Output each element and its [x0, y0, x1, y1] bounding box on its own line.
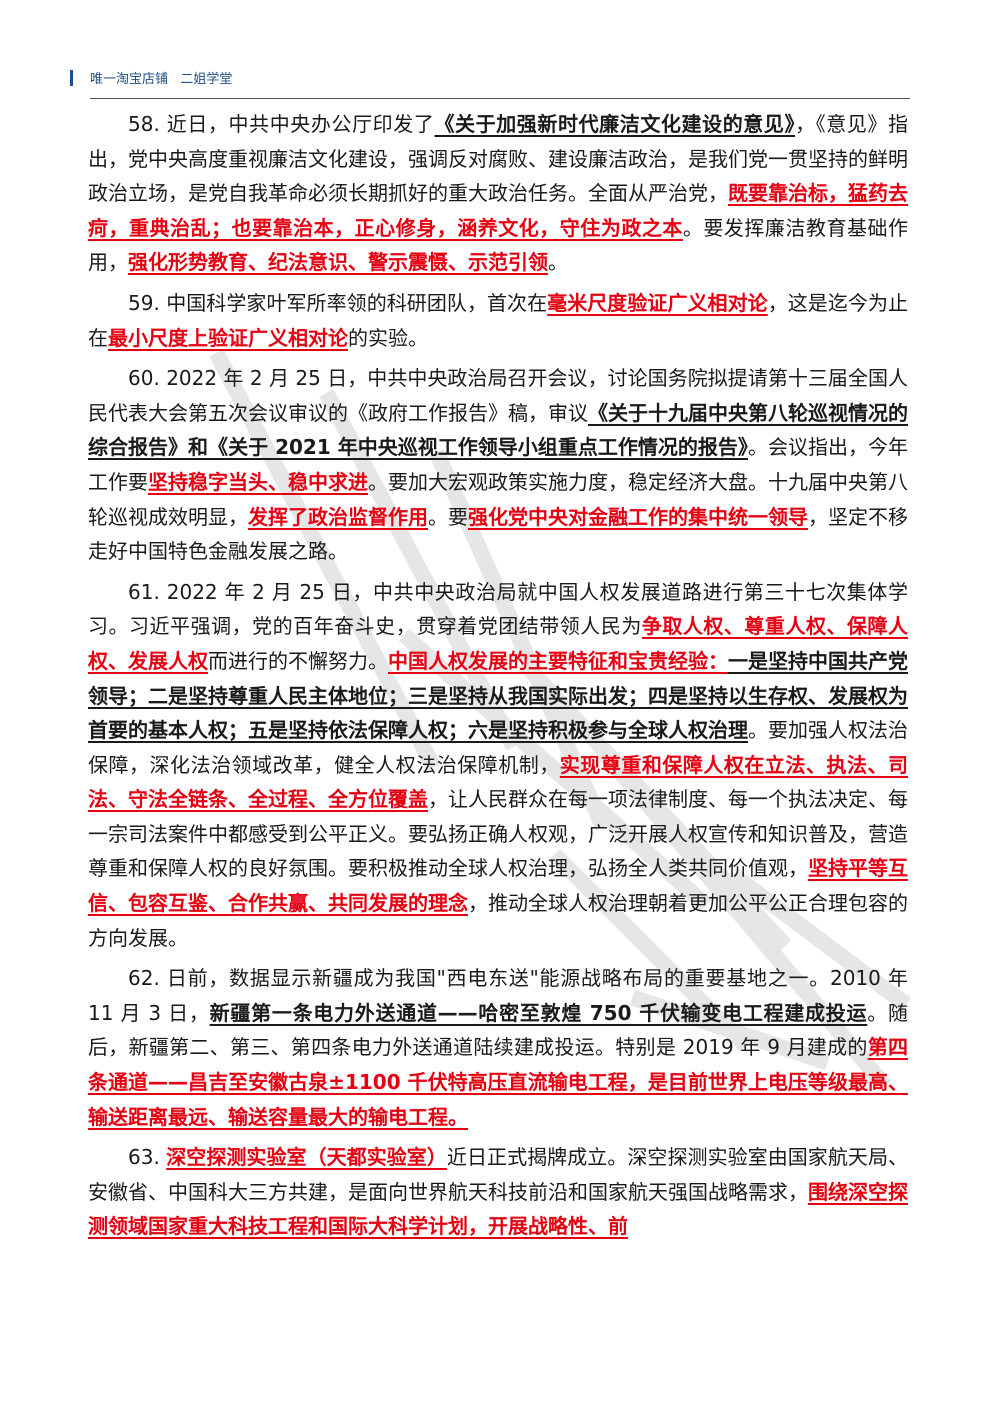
- paragraph-text: 。会议指出，今年工作要: [88, 435, 909, 494]
- highlighted-text: 发挥了政治监督作用: [248, 504, 428, 529]
- paragraph-text: 58. 近日，中共中央办公厅印发了: [128, 112, 435, 136]
- paragraph-item: 60. 2022 年 2 月 25 日，中共中央政治局召开会议，讨论国务院拟提请…: [88, 361, 908, 569]
- highlighted-text: 毫米尺度验证广义相对论: [547, 290, 768, 315]
- paragraph-item: 58. 近日，中共中央办公厅印发了《关于加强新时代廉洁文化建设的意见》，《意见》…: [88, 107, 908, 280]
- highlighted-text: 强化党中央对金融工作的集中统一领导: [468, 504, 808, 529]
- paragraph-text: 近日正式揭牌成立。深空探测实验室由国家航天局、安徽省、中国科大三方共建，是面向世…: [88, 1145, 909, 1204]
- highlighted-text: 最小尺度上验证广义相对论: [108, 325, 348, 350]
- paragraph-text: 。要发挥廉洁教育基础作用，: [88, 215, 909, 275]
- paragraph-text: ，这是迄今为止在: [88, 290, 908, 350]
- paragraph-item: 59. 中国科学家叶军所率领的科研团队，首次在毫米尺度验证广义相对论，这是迄今为…: [88, 286, 908, 355]
- paragraph-item: 63. 深空探测实验室（天都实验室）近日正式揭牌成立。深空探测实验室由国家航天局…: [88, 1140, 908, 1244]
- highlighted-text: 《关于加强新时代廉洁文化建设的意见》: [434, 112, 796, 136]
- highlighted-text: 坚持稳字当头、稳中求进: [148, 469, 368, 494]
- paragraph-text: 。要: [428, 504, 468, 529]
- document-body: 58. 近日，中共中央办公厅印发了《关于加强新时代廉洁文化建设的意见》，《意见》…: [88, 107, 908, 1250]
- paragraph-text: 而进行的不懈努力。: [208, 648, 388, 673]
- paragraph-item: 61. 2022 年 2 月 25 日，中共中央政治局就中国人权发展道路进行第三…: [88, 575, 908, 956]
- paragraph-text: ，《意见》指出，党中央高度重视廉洁文化建设，强调反对腐败、建设廉洁政治，是我们党…: [88, 112, 909, 206]
- header-divider: [90, 98, 910, 99]
- highlighted-text: 深空探测实验室（天都实验室）: [166, 1145, 447, 1170]
- paragraph-text: 。: [548, 250, 568, 275]
- highlighted-text: 围绕深空探测领域国家重大科技工程和国际大科学计划，开展战略性、前: [88, 1179, 908, 1239]
- highlighted-text: 新疆第一条电力外送通道——哈密至敦煌 750 千伏输变电工程建成投运: [209, 1000, 868, 1025]
- paragraph-text: 的实验。: [348, 325, 428, 350]
- highlighted-text: 强化形势教育、纪法意识、警示震慑、示范引领: [128, 250, 548, 275]
- paragraph-item: 62. 日前，数据显示新疆成为我国"西电东送"能源战略布局的重要基地之一。201…: [88, 961, 908, 1134]
- highlighted-text: 既要靠治标，猛药去疴，重典治乱；也要靠治本，正心修身，涵养文化，守住为政之本: [88, 181, 908, 240]
- header-accent-bar: [70, 70, 73, 86]
- paragraph-text: 59. 中国科学家叶军所率领的科研团队，首次在: [128, 290, 548, 315]
- paragraph-text: 63.: [128, 1145, 167, 1170]
- header-shop-name: 唯一淘宝店铺 二姐学堂: [90, 72, 233, 87]
- page-header: 唯一淘宝店铺 二姐学堂: [70, 64, 910, 100]
- highlighted-text: 中国人权发展的主要特征和宝贵经验：: [388, 648, 728, 673]
